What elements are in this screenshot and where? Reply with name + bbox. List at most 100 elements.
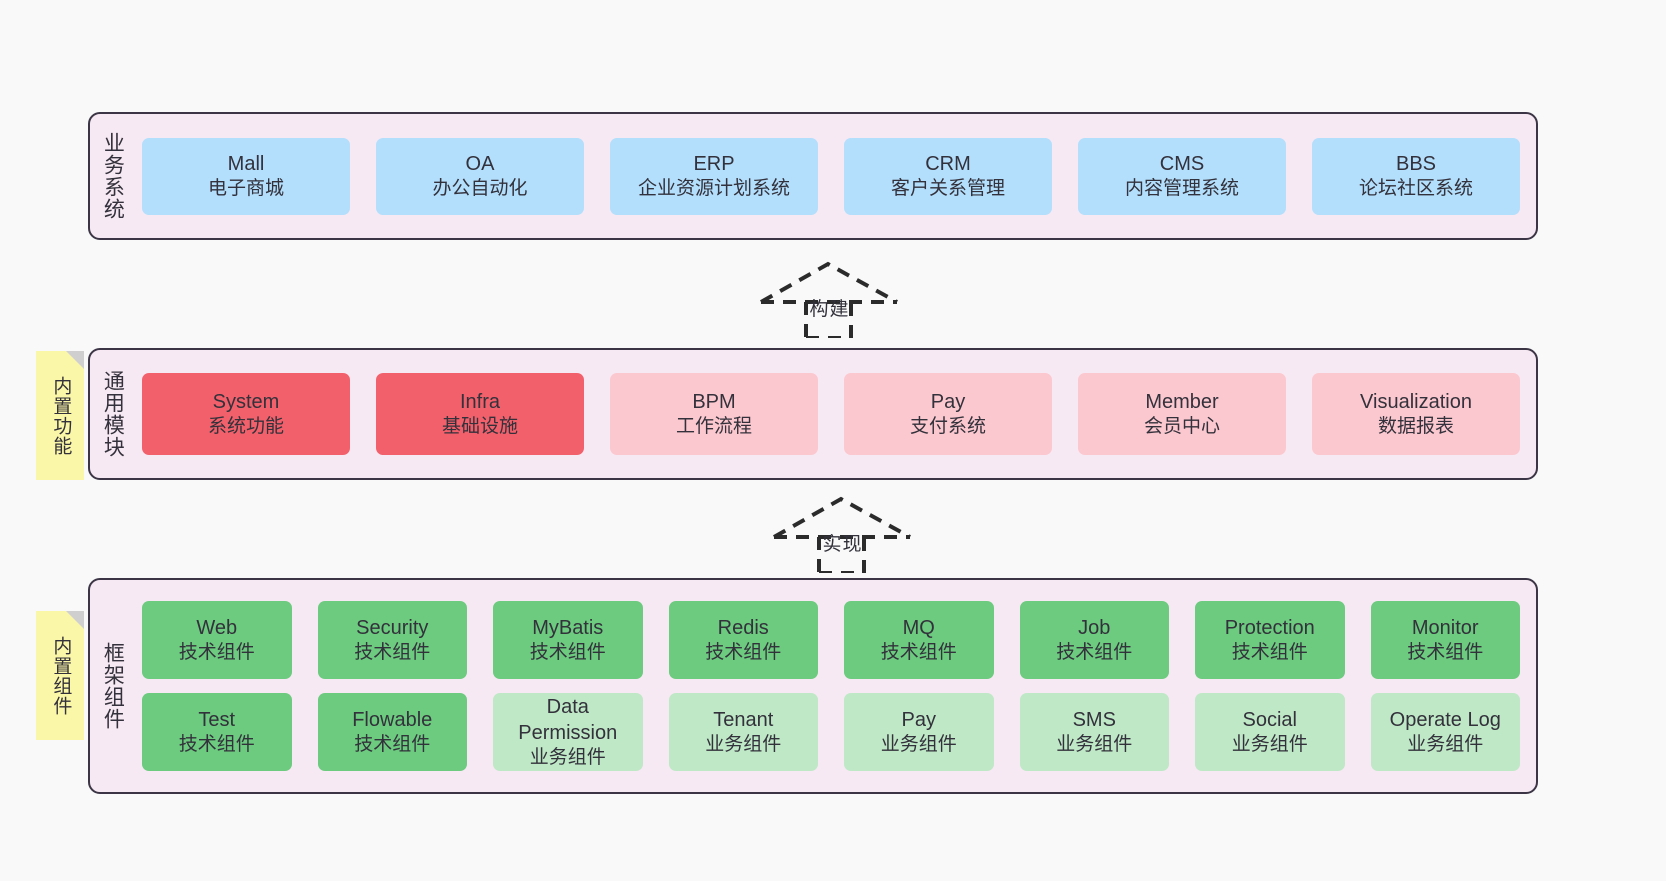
box-subtitle: 技术组件 xyxy=(354,641,431,663)
box-title: Infra xyxy=(459,390,501,413)
box-subtitle: 技术组件 xyxy=(1407,641,1484,663)
box-subtitle: 会员中心 xyxy=(1143,415,1220,437)
box-title: CRM xyxy=(925,152,971,175)
folded-corner-icon xyxy=(66,611,84,629)
box-pay-component[interactable]: Pay 业务组件 xyxy=(844,693,994,771)
layer-business-systems: 业务系统 Mall 电子商城 OA 办公自动化 ERP 企业资源计划系统 CRM xyxy=(88,112,1538,240)
box-operate-log[interactable]: Operate Log 业务组件 xyxy=(1370,693,1520,771)
connector-label-implement: 实现 xyxy=(822,534,863,555)
box-subtitle: 系统功能 xyxy=(207,415,284,437)
box-security[interactable]: Security 技术组件 xyxy=(317,601,467,679)
box-pay-module[interactable]: Pay 支付系统 xyxy=(844,373,1052,455)
box-subtitle: 技术组件 xyxy=(178,733,255,755)
connector-implement: 实现 xyxy=(770,493,915,573)
folded-corner-icon xyxy=(66,351,84,369)
box-subtitle: 办公自动化 xyxy=(432,177,528,199)
layer-body-business-systems: Mall 电子商城 OA 办公自动化 ERP 企业资源计划系统 CRM 客户关系… xyxy=(134,114,1536,238)
generalization-arrow-icon xyxy=(773,496,911,573)
box-row: Mall 电子商城 OA 办公自动化 ERP 企业资源计划系统 CRM 客户关系… xyxy=(142,137,1520,215)
box-subtitle: 电子商城 xyxy=(207,177,284,199)
box-subtitle: 业务组件 xyxy=(1231,733,1308,755)
layer-title-framework-components: 框架组件 xyxy=(101,642,125,730)
box-subtitle: 客户关系管理 xyxy=(890,177,1005,199)
box-infra[interactable]: Infra 基础设施 xyxy=(376,373,584,455)
box-title: MQ xyxy=(902,616,935,639)
box-title: Social xyxy=(1242,708,1297,731)
box-redis[interactable]: Redis 技术组件 xyxy=(668,601,818,679)
generalization-arrow-icon xyxy=(760,261,898,338)
box-subtitle: 技术组件 xyxy=(529,641,606,663)
layer-framework-components: 框架组件 Web 技术组件 Security 技术组件 MyBatis 技术组件… xyxy=(88,578,1538,794)
box-subtitle: 技术组件 xyxy=(705,641,782,663)
box-title: Monitor xyxy=(1411,616,1479,639)
box-title: Pay xyxy=(901,708,936,731)
box-title: Security xyxy=(356,616,429,639)
box-subtitle: 业务组件 xyxy=(1056,733,1133,755)
layer-title-business-systems: 业务系统 xyxy=(101,132,125,220)
box-subtitle: 基础设施 xyxy=(441,415,518,437)
box-protection[interactable]: Protection 技术组件 xyxy=(1195,601,1345,679)
connector-build: 构建 xyxy=(757,258,902,338)
box-title: Web xyxy=(196,616,238,639)
box-mall[interactable]: Mall 电子商城 xyxy=(142,137,350,215)
box-oa[interactable]: OA 办公自动化 xyxy=(376,137,584,215)
box-title: OA xyxy=(465,152,495,175)
box-title: SMS xyxy=(1072,708,1116,731)
box-subtitle: 数据报表 xyxy=(1377,415,1454,437)
box-subtitle: 业务组件 xyxy=(1407,733,1484,755)
box-row: Test 技术组件 Flowable 技术组件 Data Permission … xyxy=(142,693,1520,771)
box-title: Member xyxy=(1145,390,1219,413)
layer-body-framework-components: Web 技术组件 Security 技术组件 MyBatis 技术组件 Redi… xyxy=(134,580,1536,792)
box-bpm[interactable]: BPM 工作流程 xyxy=(610,373,818,455)
box-title: Job xyxy=(1078,616,1111,639)
box-title: BBS xyxy=(1395,152,1437,175)
sticky-note-label: 内置组件 xyxy=(50,635,72,716)
box-subtitle: 技术组件 xyxy=(178,641,255,663)
box-erp[interactable]: ERP 企业资源计划系统 xyxy=(610,137,818,215)
box-title: System xyxy=(212,390,280,413)
box-test[interactable]: Test 技术组件 xyxy=(142,693,292,771)
box-flowable[interactable]: Flowable 技术组件 xyxy=(317,693,467,771)
box-cms[interactable]: CMS 内容管理系统 xyxy=(1078,137,1286,215)
box-member[interactable]: Member 会员中心 xyxy=(1078,373,1286,455)
box-subtitle: 技术组件 xyxy=(354,733,431,755)
box-data-permission[interactable]: Data Permission 业务组件 xyxy=(493,693,643,771)
box-web[interactable]: Web 技术组件 xyxy=(142,601,292,679)
box-subtitle: 企业资源计划系统 xyxy=(637,177,790,199)
box-bbs[interactable]: BBS 论坛社区系统 xyxy=(1312,137,1520,215)
box-subtitle: 工作流程 xyxy=(675,415,752,437)
box-title: Operate Log xyxy=(1389,708,1501,731)
box-subtitle: 支付系统 xyxy=(909,415,986,437)
box-subtitle: 业务组件 xyxy=(529,746,606,768)
box-title: Protection xyxy=(1224,616,1315,639)
box-title: CMS xyxy=(1159,152,1205,175)
box-title: Redis xyxy=(717,616,769,639)
box-title: Pay xyxy=(930,390,966,413)
box-title: Mall xyxy=(227,152,265,175)
box-subtitle: 技术组件 xyxy=(1231,641,1308,663)
box-subtitle: 业务组件 xyxy=(705,733,782,755)
box-title: Visualization xyxy=(1360,390,1472,413)
box-subtitle: 技术组件 xyxy=(880,641,957,663)
box-system[interactable]: System 系统功能 xyxy=(142,373,350,455)
layer-title-common-modules: 通用模块 xyxy=(101,370,125,458)
box-sms[interactable]: SMS 业务组件 xyxy=(1019,693,1169,771)
connector-label-build: 构建 xyxy=(809,299,850,320)
box-row: Web 技术组件 Security 技术组件 MyBatis 技术组件 Redi… xyxy=(142,601,1520,679)
box-mq[interactable]: MQ 技术组件 xyxy=(844,601,994,679)
box-monitor[interactable]: Monitor 技术组件 xyxy=(1370,601,1520,679)
box-tenant[interactable]: Tenant 业务组件 xyxy=(668,693,818,771)
box-title: MyBatis xyxy=(532,616,604,639)
box-title: Tenant xyxy=(713,708,774,731)
box-subtitle: 技术组件 xyxy=(1056,641,1133,663)
box-social[interactable]: Social 业务组件 xyxy=(1195,693,1345,771)
box-visualization[interactable]: Visualization 数据报表 xyxy=(1312,373,1520,455)
sticky-note-label: 内置功能 xyxy=(50,375,72,456)
box-title: Flowable xyxy=(352,708,433,731)
box-job[interactable]: Job 技术组件 xyxy=(1019,601,1169,679)
sticky-note-builtin-features: 内置功能 xyxy=(36,351,84,480)
box-crm[interactable]: CRM 客户关系管理 xyxy=(844,137,1052,215)
box-title: Test xyxy=(198,708,236,731)
box-mybatis[interactable]: MyBatis 技术组件 xyxy=(493,601,643,679)
